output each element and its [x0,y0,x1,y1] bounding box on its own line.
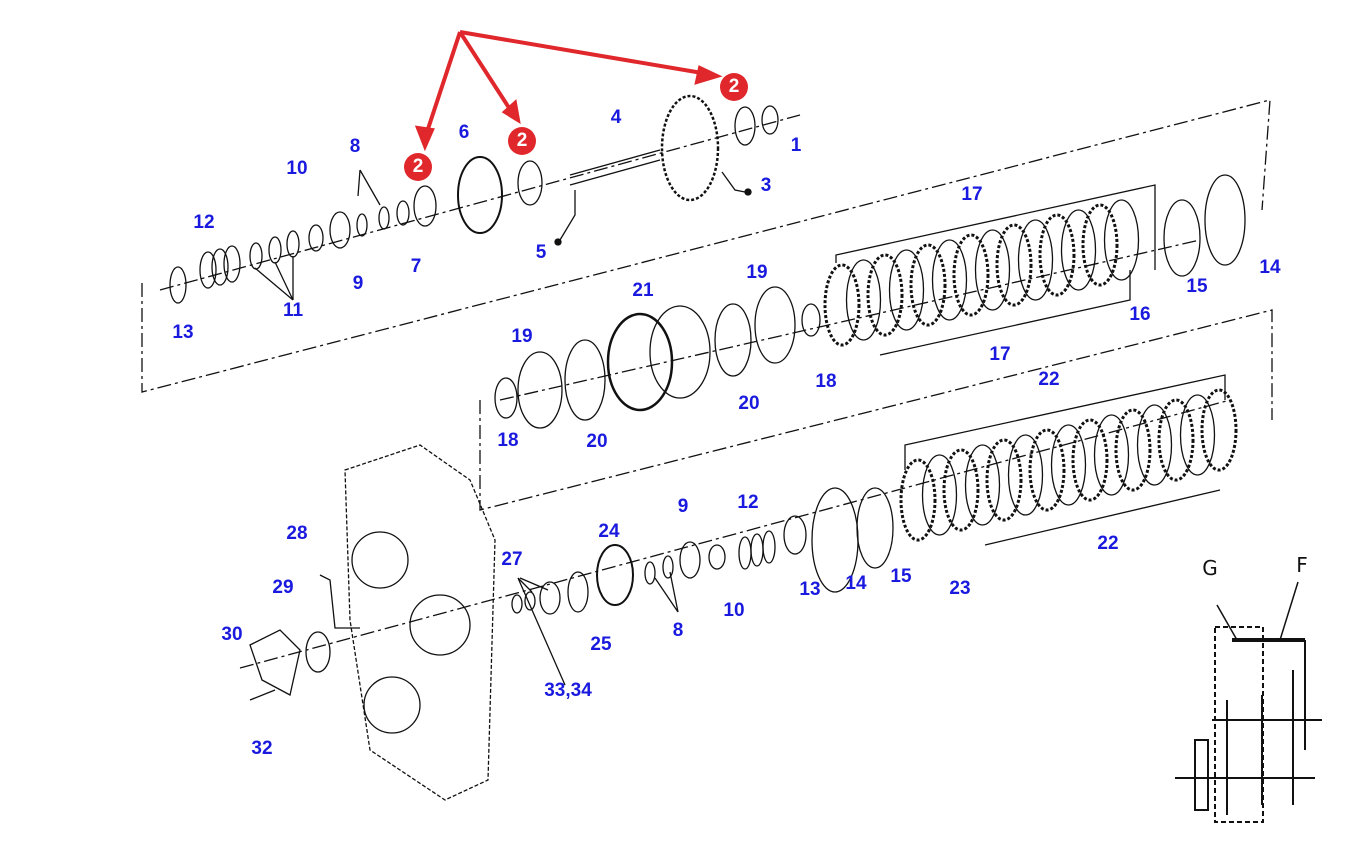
clutch-disc [1114,408,1152,492]
part-callout-5: 5 [535,242,547,263]
part-callout-12: 12 [737,492,759,513]
part-callout-11: 11 [282,300,304,321]
clutch-disc [1017,219,1054,301]
part-callout-22: 22 [1038,369,1060,390]
clutch-disc [921,454,958,536]
inset-label-g: G [1202,556,1218,580]
housing-plate [344,444,496,801]
clutch-disc [1038,213,1076,297]
part-callout-7: 7 [410,256,422,277]
clutch-disc [1050,424,1087,506]
part-callout-33-34: 33,34 [544,680,592,701]
part-callout-21: 21 [632,280,654,301]
part-callout-9: 9 [352,273,364,294]
clutch-disc [952,233,990,317]
clutch-disc [1157,398,1195,482]
part-callout-12: 12 [193,212,215,233]
part-callout-17: 17 [989,344,1011,365]
highlight-badge: 2 [404,153,432,181]
clutch-disc [1028,428,1066,512]
part-callout-9: 9 [677,496,689,517]
part-callout-22: 22 [1097,533,1119,554]
part-callout-30: 30 [221,624,243,645]
middle-shaft-axis [499,239,1201,401]
part-callout-13: 13 [799,579,821,600]
clutch-disc [1093,414,1130,496]
part-callout-14: 14 [1259,257,1281,278]
part-callout-28: 28 [286,523,308,544]
part-callout-14: 14 [845,573,867,594]
part-callout-23: 23 [949,578,971,599]
clutch-disc [1103,199,1140,281]
clutch-disc [942,448,980,532]
highlight-arrows [414,30,723,152]
clutch-disc [995,223,1033,307]
clutch-disc [1200,388,1238,472]
clutch-disc [899,458,937,542]
clutch-disc [964,444,1001,526]
part-callout-17: 17 [961,184,983,205]
clutch-disc [1179,394,1216,476]
part-callout-27: 27 [501,549,523,570]
part-callout-10: 10 [723,600,745,621]
clutch-disc [888,249,925,331]
part-callout-10: 10 [286,158,308,179]
middle-group-outline [479,309,1273,511]
lower-shaft-axis [239,399,1231,669]
clutch-disc [845,259,882,341]
clutch-disc [931,239,968,321]
part-callout-13: 13 [172,322,194,343]
clutch-disc [1071,418,1109,502]
clutch-disc [823,263,861,347]
upper-group-outline [141,99,1271,393]
part-callout-1: 1 [790,135,802,156]
part-callout-25: 25 [590,634,612,655]
part-callout-20: 20 [738,393,760,414]
part-callout-16: 16 [1129,304,1151,325]
part-callout-29: 29 [272,577,294,598]
part-callout-15: 15 [890,566,912,587]
part-callout-18: 18 [815,371,837,392]
part-callout-4: 4 [610,107,622,128]
part-callout-32: 32 [251,738,273,759]
part-callout-19: 19 [511,326,533,347]
part-callout-24: 24 [598,521,620,542]
part-callout-19: 19 [746,262,768,283]
part-callout-8: 8 [349,136,361,157]
clutch-disc [985,438,1023,522]
clutch-disc [1081,203,1119,287]
part-callout-20: 20 [586,431,608,452]
clutch-disc [974,229,1011,311]
clutch-disc [1060,209,1097,291]
clutch-disc [1007,434,1044,516]
inset-label-f: F [1296,553,1308,577]
highlight-badge: 2 [508,127,536,155]
clutch-schematic-inset [1175,581,1322,823]
clutch-disc [866,253,904,337]
part-callout-3: 3 [760,175,772,196]
part-callout-8: 8 [672,620,684,641]
part-callout-6: 6 [458,122,470,143]
upper-shaft-axis [159,114,801,291]
highlight-badge: 2 [720,73,748,101]
clutch-disc [1136,404,1173,486]
clutch-disc [909,243,947,327]
part-callout-18: 18 [497,430,519,451]
part-callout-15: 15 [1186,276,1208,297]
